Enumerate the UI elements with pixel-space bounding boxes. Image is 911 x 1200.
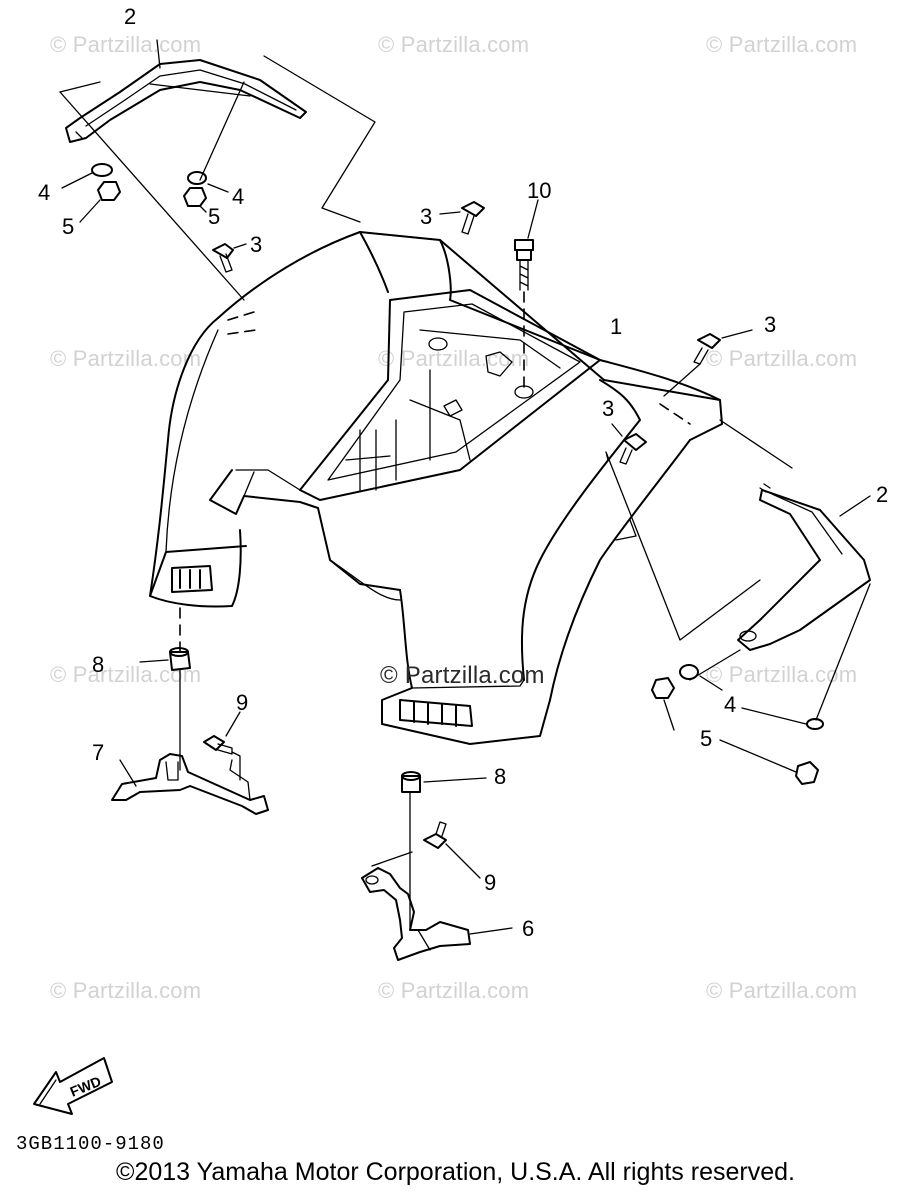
callout-9-right: 9 — [484, 870, 497, 895]
screw-top-center — [461, 201, 485, 235]
watermark: © Partzilla.com — [706, 978, 858, 1003]
washer-left — [91, 163, 113, 177]
screw-center-right — [619, 433, 647, 465]
screw-mid-left — [212, 243, 234, 273]
callout-3-top-left: 3 — [420, 204, 433, 229]
washer-right-lower — [806, 718, 824, 730]
callout-4-mid: 4 — [232, 184, 245, 209]
watermark: © Partzilla.com — [706, 662, 858, 687]
bolt-right-9 — [423, 821, 447, 849]
callout-8-left: 8 — [92, 652, 105, 677]
callout-10: 10 — [527, 178, 552, 203]
bolt-10 — [514, 239, 534, 291]
callout-3-center: 3 — [602, 396, 615, 421]
watermark: © Partzilla.com — [50, 346, 202, 371]
bracket-left — [111, 753, 269, 815]
watermark: © Partzilla.com — [706, 346, 858, 371]
callout-4-right: 4 — [724, 692, 737, 717]
rear-fender-main — [149, 231, 723, 745]
callout-7: 7 — [92, 740, 105, 765]
callout-4-left: 4 — [38, 180, 51, 205]
callout-3-right: 3 — [764, 312, 777, 337]
watermark-center: © Partzilla.com — [380, 662, 545, 689]
nut-right-lower — [795, 761, 819, 785]
callout-9-left: 9 — [236, 690, 249, 715]
watermark: © Partzilla.com — [50, 662, 202, 687]
watermark: © Partzilla.com — [706, 32, 858, 57]
callout-1: 1 — [610, 314, 623, 339]
damper-left — [169, 647, 191, 671]
watermark: © Partzilla.com — [378, 32, 530, 57]
watermark: © Partzilla.com — [378, 978, 530, 1003]
leader-lines-left — [59, 39, 376, 301]
callout-5-mid: 5 — [208, 204, 221, 229]
callout-5-right: 5 — [700, 726, 713, 751]
fwd-arrow-icon: FWD — [33, 1057, 113, 1115]
fender-flap-left — [65, 59, 307, 143]
callout-8-right: 8 — [494, 764, 507, 789]
damper-right — [401, 771, 421, 793]
nut-mid-left — [183, 187, 207, 207]
nut-right-upper — [651, 677, 675, 699]
washer-mid-left — [187, 171, 207, 185]
bracket-right — [361, 867, 471, 961]
screw-top-right — [693, 333, 721, 365]
fender-flap-right — [737, 483, 871, 651]
bolt-left-9 — [203, 735, 233, 755]
watermark: © Partzilla.com — [50, 978, 202, 1003]
leader-lines-right — [605, 419, 871, 721]
watermark: © Partzilla.com — [50, 32, 202, 57]
callout-2-right: 2 — [876, 482, 889, 507]
watermark: © Partzilla.com — [378, 346, 530, 371]
callout-3-mid-left: 3 — [250, 232, 263, 257]
callout-2-left: 2 — [124, 4, 137, 29]
washer-right-upper — [679, 664, 699, 680]
diagram-code: 3GB1100-9180 — [16, 1133, 165, 1155]
copyright-notice: ©2013 Yamaha Motor Corporation, U.S.A. A… — [116, 1158, 795, 1186]
nut-left — [97, 181, 121, 201]
callout-5-left: 5 — [62, 214, 75, 239]
callout-6: 6 — [522, 916, 535, 941]
